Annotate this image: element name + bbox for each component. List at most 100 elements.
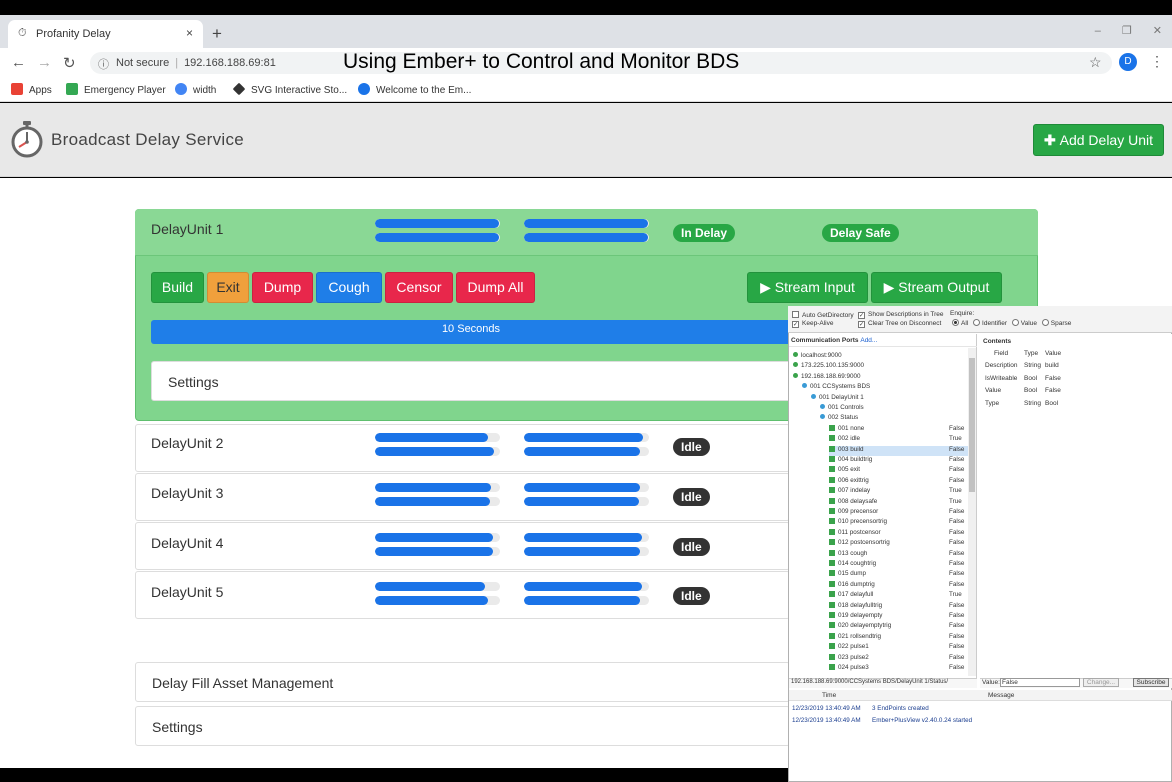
value-input[interactable]: False bbox=[1000, 678, 1080, 687]
meter-fill bbox=[524, 547, 641, 556]
exit-button[interactable]: Exit bbox=[207, 272, 249, 303]
bookmark-star-icon[interactable]: ☆ bbox=[1089, 54, 1102, 70]
tree-value: False bbox=[949, 518, 965, 526]
keep-alive-checkbox[interactable]: ✓Keep-Alive bbox=[792, 320, 833, 328]
forward-arrow-icon[interactable]: → bbox=[37, 54, 52, 71]
info-icon[interactable]: ⓘ bbox=[98, 59, 109, 71]
bookmark-apps[interactable]: Apps bbox=[11, 83, 52, 96]
tree-node[interactable]: 173.225.100.135:9000 bbox=[793, 362, 969, 372]
checkbox-label: Clear Tree on Disconnect bbox=[868, 320, 942, 327]
ports-add-link[interactable]: Add... bbox=[860, 337, 878, 344]
dump-all-button[interactable]: Dump All bbox=[456, 272, 535, 303]
tree-label: 018 delayfulltrig bbox=[838, 601, 883, 609]
new-tab-button[interactable]: + bbox=[212, 24, 222, 43]
delay-fill-asset-panel[interactable]: Delay Fill Asset Management bbox=[135, 662, 790, 702]
show-descriptions-checkbox[interactable]: ✓Show Descriptions in Tree bbox=[858, 311, 944, 319]
dump-button[interactable]: Dump bbox=[252, 272, 313, 303]
global-settings-panel[interactable]: Settings bbox=[135, 706, 790, 746]
url-text[interactable]: 192.168.188.69:81 bbox=[184, 57, 276, 69]
bookmark-width[interactable]: width bbox=[175, 83, 216, 96]
tree-node[interactable]: 001 Controls bbox=[820, 404, 969, 414]
tree-node[interactable]: 192.168.188.69:9000 bbox=[793, 372, 969, 383]
tree-scrollbar-thumb[interactable] bbox=[969, 358, 975, 492]
radio-selected-icon bbox=[952, 319, 959, 326]
ember-toolbar bbox=[788, 306, 1172, 333]
tree-node[interactable]: 001 DelayUnit 1 bbox=[811, 393, 969, 404]
output-meter-right bbox=[524, 547, 649, 556]
build-button[interactable]: Build bbox=[151, 272, 204, 303]
contents-col-type: Type bbox=[1024, 350, 1039, 357]
back-arrow-icon[interactable]: ← bbox=[11, 54, 26, 71]
enquire-value-radio[interactable]: Value bbox=[1011, 319, 1037, 327]
delay-unit-header[interactable] bbox=[135, 209, 1038, 256]
tree-scrollbar[interactable] bbox=[968, 348, 976, 676]
omnibox[interactable]: ⓘ Not secure|192.168.188.69:81 bbox=[90, 52, 1112, 74]
close-tab-icon[interactable]: × bbox=[185, 26, 193, 40]
stream-output-button[interactable]: ▶ Stream Output bbox=[871, 272, 1002, 303]
tree-node[interactable]: 001 CCSystems BDS bbox=[802, 383, 969, 393]
tree-node[interactable]: 002 Status bbox=[820, 414, 969, 424]
stream-input-button[interactable]: ▶ Stream Input bbox=[747, 272, 868, 303]
tab-title: Profanity Delay bbox=[36, 28, 111, 40]
parameter-icon bbox=[829, 508, 835, 514]
unit-settings-panel[interactable]: Settings bbox=[151, 361, 791, 401]
add-delay-unit-button[interactable]: ✚ Add Delay Unit bbox=[1033, 124, 1164, 156]
auto-getdirectory-checkbox[interactable]: Auto GetDirectory bbox=[792, 311, 854, 319]
profile-avatar[interactable]: D bbox=[1119, 53, 1137, 71]
clear-tree-checkbox[interactable]: ✓Clear Tree on Disconnect bbox=[858, 320, 941, 328]
reload-icon[interactable]: ↻ bbox=[63, 55, 76, 72]
enquire-identifier-radio[interactable]: Identifier bbox=[973, 319, 1007, 327]
cough-button[interactable]: Cough bbox=[316, 272, 382, 303]
subscribe-button[interactable]: Subscribe bbox=[1133, 678, 1169, 687]
tree-label: 016 dumptrig bbox=[838, 580, 875, 588]
censor-button[interactable]: Censor bbox=[385, 272, 453, 303]
bookmark-svg-interactive[interactable]: SVG Interactive Sto... bbox=[232, 82, 347, 96]
browser-tab[interactable]: ⏱ Profanity Delay × bbox=[8, 20, 203, 48]
meter-fill bbox=[524, 219, 648, 228]
delay-progress-bar: 10 Seconds bbox=[151, 320, 791, 344]
enquire-all-radio[interactable]: All bbox=[952, 319, 968, 327]
contents-header: Contents bbox=[983, 338, 1012, 345]
tree-label: 021 rollsendtrig bbox=[838, 632, 882, 640]
bookmark-welcome[interactable]: Welcome to the Em... bbox=[358, 83, 471, 96]
input-meter-left bbox=[375, 582, 500, 591]
tree-node[interactable]: localhost:9000 bbox=[793, 352, 969, 362]
change-button[interactable]: Change... bbox=[1083, 678, 1119, 687]
window-controls[interactable]: – ❐ ✕ bbox=[1094, 25, 1162, 37]
node-icon bbox=[820, 404, 825, 409]
tree-value: False bbox=[949, 445, 965, 453]
radio-label: Sparse bbox=[1050, 320, 1072, 327]
parameter-icon bbox=[829, 466, 835, 473]
enquire-sparse-radio[interactable]: Sparse bbox=[1041, 319, 1072, 327]
parameter-icon bbox=[829, 622, 835, 629]
menu-kebab-icon[interactable]: ⋮ bbox=[1150, 53, 1164, 69]
bookmark-emergency-player[interactable]: Emergency Player bbox=[66, 83, 166, 96]
tree-value: True bbox=[949, 435, 962, 443]
output-meter-right bbox=[524, 447, 649, 456]
meter-fill bbox=[375, 433, 488, 442]
